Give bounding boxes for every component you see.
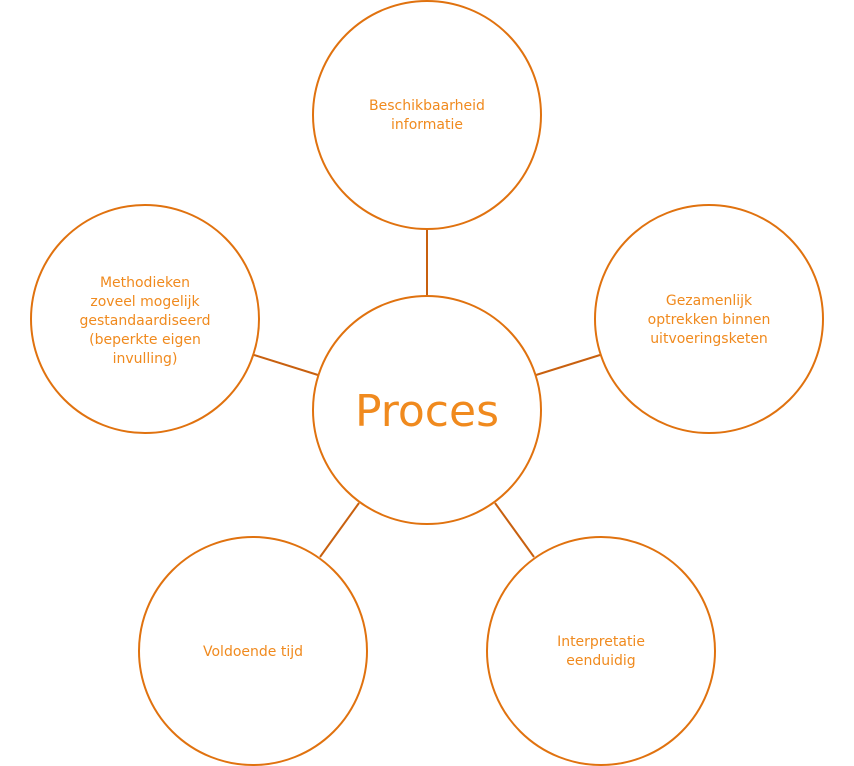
node-label-line: eenduidig — [566, 653, 635, 669]
node-right: Gezamenlijk optrekken binnen uitvoerings… — [594, 204, 824, 434]
node-top: Beschikbaarheid informatie — [312, 0, 542, 230]
node-label-line: zoveel mogelijk — [90, 294, 200, 310]
node-label-line: Beschikbaarheid — [369, 98, 485, 114]
node-label-line: optrekken binnen — [648, 312, 771, 328]
node-label-line: (beperkte eigen — [89, 332, 201, 348]
node-label-line: Voldoende tijd — [203, 644, 303, 660]
node-label-line: Methodieken — [100, 275, 190, 291]
connector-right — [535, 354, 601, 376]
node-label-line: Gezamenlijk — [666, 293, 753, 309]
connector-bottom-left — [319, 502, 360, 558]
node-bottom-left: Voldoende tijd — [138, 536, 368, 766]
node-left: Methodieken zoveel mogelijk gestandaardi… — [30, 204, 260, 434]
node-bottom-right: Interpretatie eenduidig — [486, 536, 716, 766]
node-label-line: Interpretatie — [557, 634, 645, 650]
node-label-line: gestandaardiseerd — [80, 313, 211, 329]
center-node: Proces — [312, 295, 542, 525]
center-label: Proces — [355, 386, 499, 437]
connector-left — [253, 354, 319, 376]
node-label-line: informatie — [391, 117, 463, 133]
connector-bottom-right — [494, 502, 535, 558]
node-label-line: uitvoeringsketen — [650, 331, 768, 347]
node-label-line: invulling) — [113, 351, 178, 367]
